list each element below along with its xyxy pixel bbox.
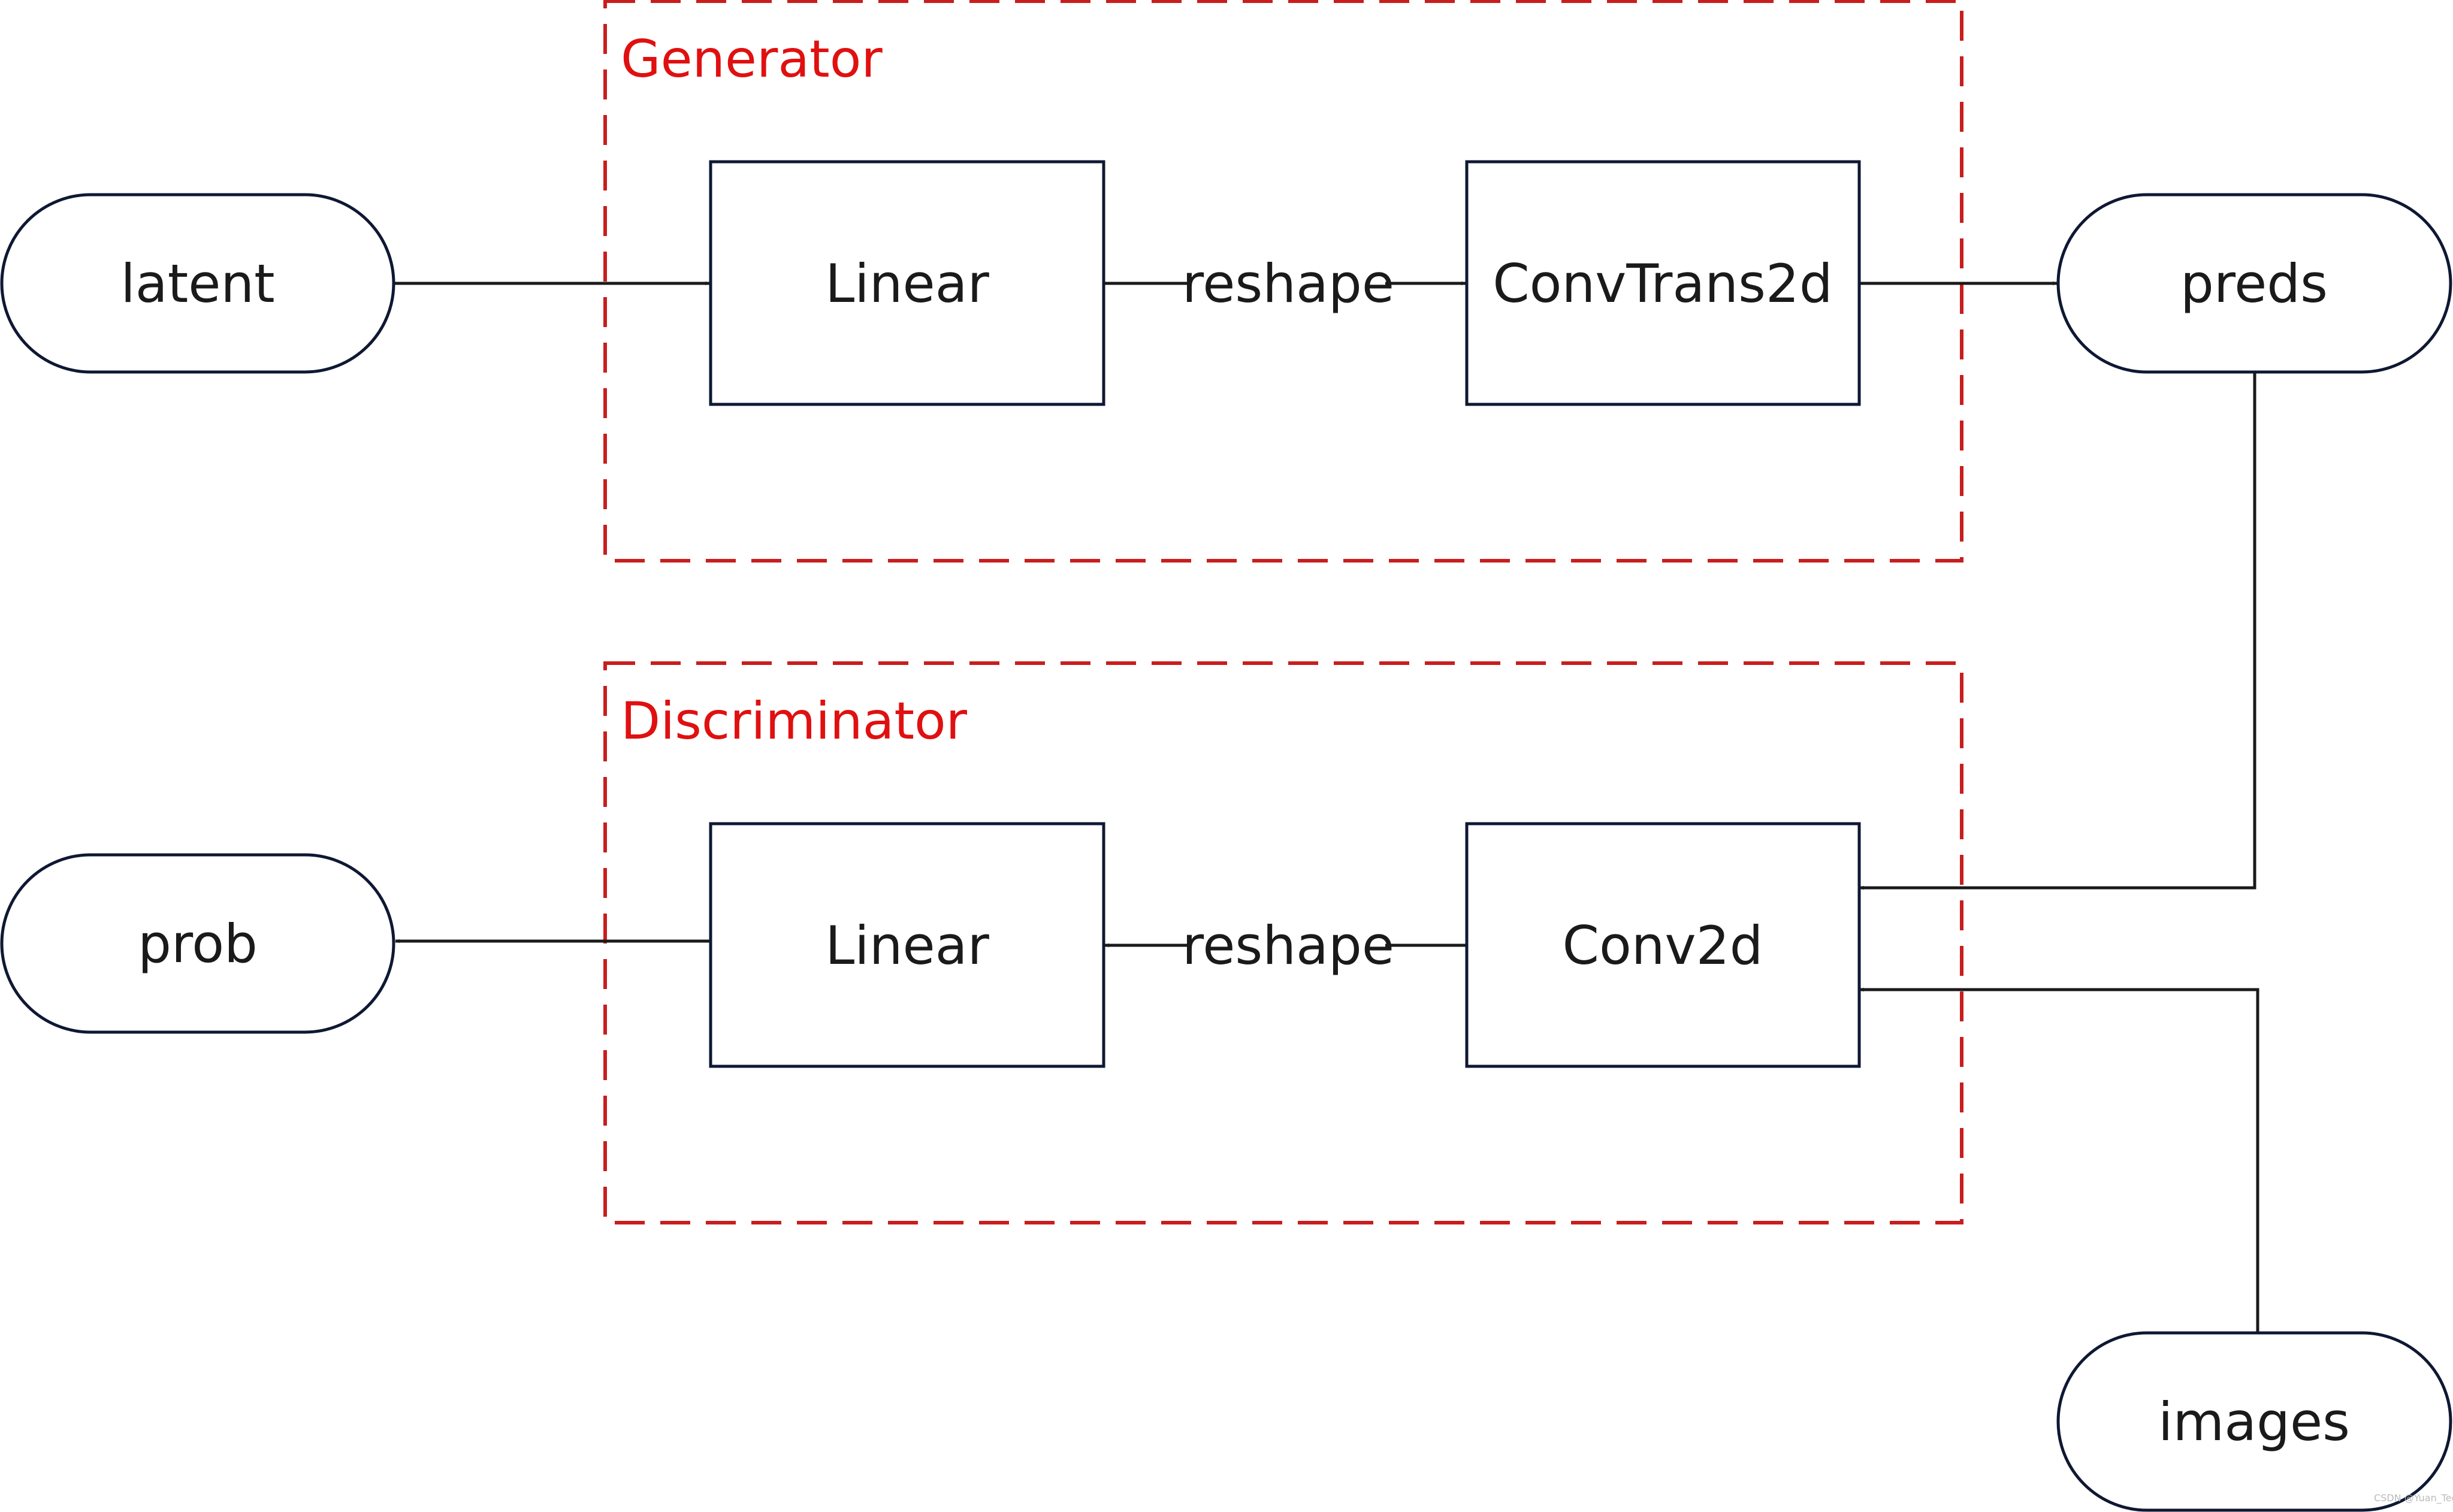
generator-group-label: Generator — [621, 29, 883, 89]
discriminator-group-label: Discriminator — [621, 691, 968, 751]
node-preds: preds — [2056, 193, 2452, 374]
node-discriminator-linear: Linear — [709, 822, 1105, 1068]
node-prob-label: prob — [138, 913, 258, 975]
node-generator-linear-label: Linear — [825, 253, 989, 315]
edge-label-disc-reshape: reshape — [1182, 915, 1394, 976]
node-discriminator-linear-label: Linear — [825, 915, 989, 976]
watermark: CSDN @Yuan_Tech — [2374, 1492, 2453, 1504]
edge-images-to-conv2d — [1859, 987, 2259, 1333]
discriminator-group: Discriminator — [603, 661, 1963, 1224]
node-preds-label: preds — [2180, 253, 2328, 315]
generator-group: Generator — [603, 0, 1963, 563]
node-latent-label: latent — [120, 253, 274, 315]
node-conv2d: Conv2d — [1465, 822, 1861, 1068]
node-convtrans2d: ConvTrans2d — [1465, 160, 1861, 406]
edge-preds-to-conv2d — [1859, 371, 2256, 890]
node-images: images — [2056, 1331, 2452, 1512]
edge-label-gen-reshape: reshape — [1182, 253, 1394, 315]
discriminator-group-border — [603, 661, 1963, 1224]
node-latent: latent — [0, 193, 395, 374]
node-images-label: images — [2158, 1391, 2350, 1453]
node-prob: prob — [0, 853, 395, 1034]
generator-group-border — [603, 0, 1963, 563]
node-conv2d-label: Conv2d — [1563, 915, 1763, 976]
node-convtrans2d-label: ConvTrans2d — [1493, 253, 1833, 315]
node-generator-linear: Linear — [709, 160, 1105, 406]
